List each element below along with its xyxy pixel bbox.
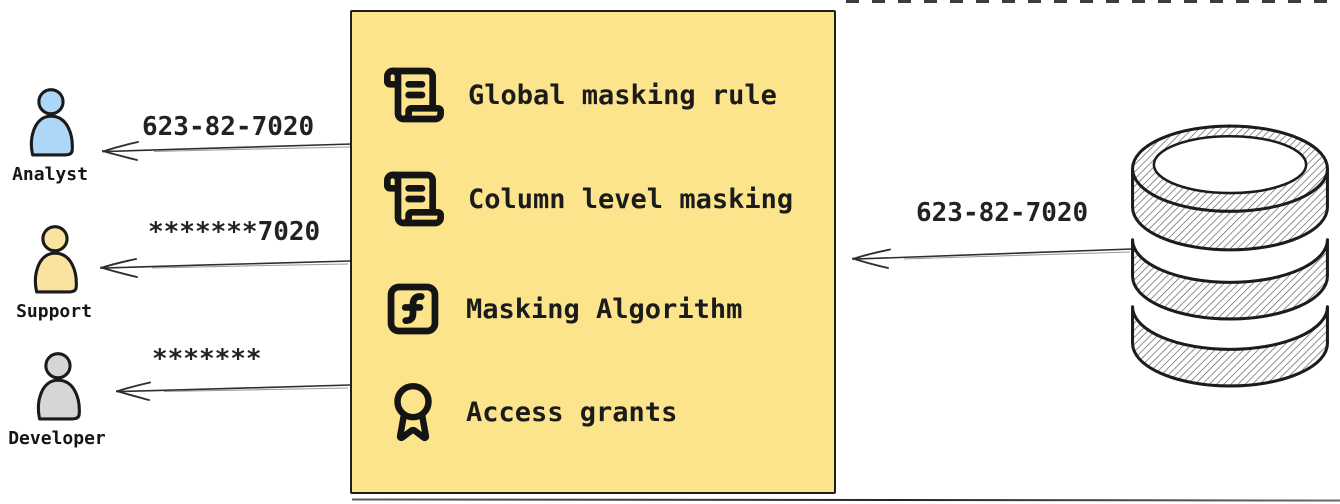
flow-value-source: 623-82-7020: [916, 198, 1089, 228]
bottom-edge-sketch-line: [351, 498, 1340, 502]
person-icon: [33, 225, 78, 294]
arrow-to-developer: [116, 381, 351, 401]
masking-item-algorithm: Masking Algorithm: [382, 273, 742, 345]
actor-label: Analyst: [12, 164, 88, 185]
actor-label: Developer: [8, 428, 106, 449]
scroll-rule-icon: [384, 171, 444, 227]
masking-policy-box: Global masking rule Column level masking…: [350, 10, 836, 494]
masking-item-global-rule: Global masking rule: [382, 59, 777, 131]
masking-item-access-grants: Access grants: [382, 376, 677, 448]
actor-label: Support: [16, 301, 92, 322]
database-icon: [1131, 124, 1329, 388]
flow-value-analyst: 623-82-7020: [142, 112, 315, 142]
actor-developer: Developer: [4, 350, 110, 449]
masking-item-label: Column level masking: [468, 183, 794, 215]
person-icon: [29, 88, 74, 157]
masking-item-column-level: Column level masking: [382, 163, 793, 235]
award-icon: [394, 382, 432, 441]
person-icon: [36, 352, 81, 421]
actor-analyst: Analyst: [0, 86, 100, 185]
arrow-to-analyst: [102, 141, 353, 161]
arrow-to-support: [100, 258, 351, 278]
top-edge-sketch-line: [846, 0, 1340, 3]
arrow-database-to-box: [852, 248, 1133, 269]
masking-item-label: Masking Algorithm: [466, 293, 743, 325]
flow-value-support: *******7020: [148, 217, 321, 247]
flow-value-developer: *******: [152, 344, 262, 374]
masking-item-label: Global masking rule: [468, 79, 777, 111]
masking-item-label: Access grants: [466, 396, 678, 428]
function-square-icon: [387, 283, 439, 335]
scroll-rule-icon: [384, 67, 444, 123]
actor-support: Support: [2, 223, 106, 322]
